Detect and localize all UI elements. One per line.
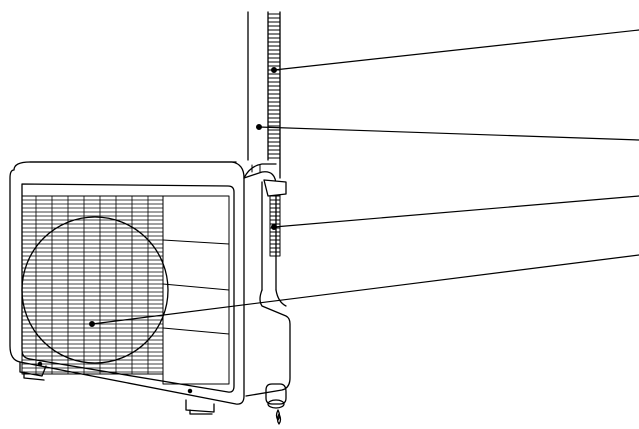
callout-3 — [271, 195, 639, 231]
side-panel-hatch — [269, 195, 281, 253]
grille-bars — [22, 196, 163, 374]
callout-4 — [88, 254, 639, 328]
piping-duct — [247, 11, 281, 179]
drain-nozzle — [265, 383, 287, 425]
water-drop-icon — [276, 413, 282, 425]
callout-2 — [256, 123, 639, 141]
side-service-panel — [245, 179, 291, 397]
fan-circle — [21, 216, 169, 364]
mounting-feet — [19, 361, 215, 415]
insulation-hatch — [267, 13, 281, 159]
right-vent-block — [162, 195, 230, 385]
fan-grille — [21, 195, 169, 375]
callouts — [88, 29, 639, 328]
callout-1 — [271, 29, 639, 73]
